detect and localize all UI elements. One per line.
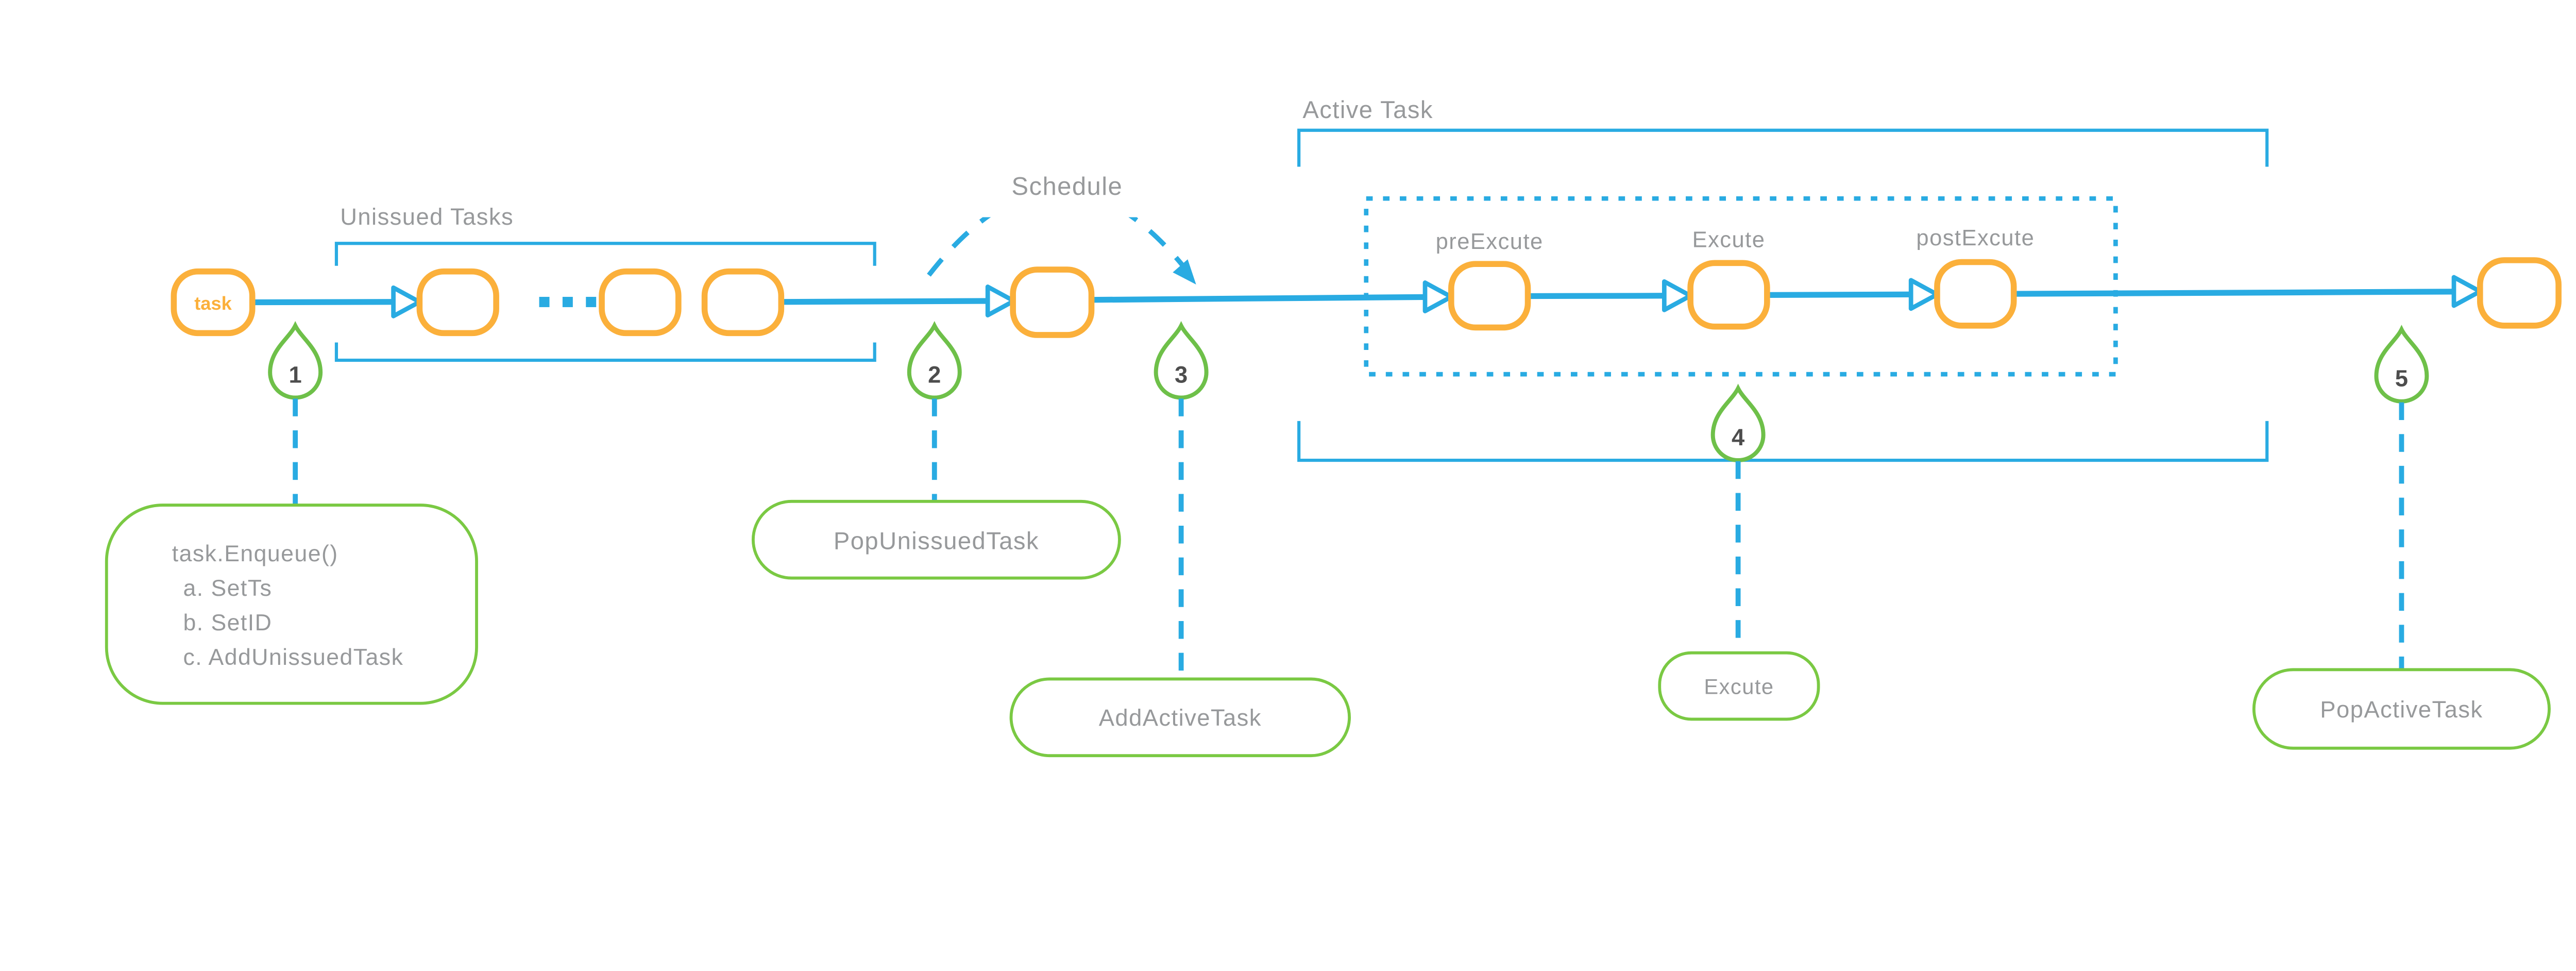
step-marker-number: 5 bbox=[2395, 365, 2408, 392]
note-label: AddActiveTask bbox=[1099, 705, 1262, 731]
step-marker-5: 5 bbox=[2374, 325, 2429, 404]
excute-node bbox=[1687, 260, 1770, 330]
queue-ellipsis-dots bbox=[539, 296, 597, 307]
note-label: PopUnissuedTask bbox=[834, 527, 1039, 554]
unissued-tasks-bracket-top bbox=[334, 242, 876, 266]
schedule-node bbox=[1010, 266, 1095, 338]
step-marker-number: 2 bbox=[928, 361, 941, 388]
note-line: c. AddUnissuedTask bbox=[183, 645, 403, 670]
flow-line-queue-to-schedule bbox=[781, 298, 988, 305]
arrowhead-icon bbox=[391, 285, 422, 319]
flow-line-postexcute-to-final bbox=[2014, 289, 2454, 297]
unissued-tasks-label: Unissued Tasks bbox=[340, 204, 514, 230]
active-task-label: Active Task bbox=[1302, 96, 1433, 123]
note-line: a. SetTs bbox=[183, 576, 272, 601]
arrowhead-icon bbox=[1908, 278, 1940, 311]
step-marker-4: 4 bbox=[1710, 383, 1766, 462]
note-line: task.Enqueue() bbox=[172, 541, 338, 566]
flow-line-task-to-queue bbox=[252, 299, 394, 306]
step-note-add-active-task: AddActiveTask bbox=[1009, 677, 1351, 758]
schedule-label: Schedule bbox=[1011, 173, 1123, 200]
active-task-bracket-bottom bbox=[1297, 421, 2269, 462]
final-node bbox=[2477, 257, 2562, 329]
schedule-arrowhead-icon bbox=[1173, 259, 1196, 285]
note-line: b. SetID bbox=[183, 610, 272, 635]
flow-line-schedule-to-preexcute bbox=[1091, 294, 1426, 303]
step-note-task-enqueue: task.Enqueue() a. SetTs b. SetID c. AddU… bbox=[105, 504, 478, 705]
arrowhead-icon bbox=[1662, 279, 1693, 312]
step-note-pop-active-task: PopActiveTask bbox=[2252, 668, 2551, 750]
step-note-excute: Excute bbox=[1658, 651, 1820, 721]
task-node-label: task bbox=[194, 293, 232, 314]
task-node bbox=[171, 268, 256, 337]
queue-node-2 bbox=[599, 268, 682, 337]
step-marker-number: 1 bbox=[289, 361, 302, 388]
active-task-bracket-top bbox=[1297, 128, 2269, 167]
step-marker-1: 1 bbox=[268, 321, 323, 400]
pre-excute-label: preExcute bbox=[1436, 229, 1544, 254]
pre-excute-node bbox=[1448, 261, 1531, 331]
flow-line-excute-to-postexcute bbox=[1768, 291, 1911, 298]
step-marker-number: 3 bbox=[1175, 361, 1188, 388]
excute-label: Excute bbox=[1692, 227, 1766, 252]
schedule-label-mask bbox=[973, 154, 1155, 217]
arrowhead-icon bbox=[2451, 275, 2483, 308]
post-excute-label: postExcute bbox=[1916, 226, 2035, 250]
step-marker-2: 2 bbox=[907, 321, 962, 400]
arrowhead-icon bbox=[985, 284, 1016, 317]
note-label: PopActiveTask bbox=[2320, 696, 2483, 723]
note-label: Excute bbox=[1704, 674, 1774, 698]
queue-node-1 bbox=[416, 268, 499, 337]
step-note-pop-unissued-task: PopUnissuedTask bbox=[752, 499, 1121, 580]
arrowhead-icon bbox=[1422, 280, 1454, 313]
active-task-dotted-box bbox=[1364, 196, 2118, 377]
step-marker-3: 3 bbox=[1154, 321, 1209, 400]
unissued-tasks-bracket-bottom bbox=[334, 342, 876, 362]
queue-node-3 bbox=[701, 268, 785, 337]
post-excute-node bbox=[1934, 259, 2017, 329]
step-marker-number: 4 bbox=[1732, 424, 1744, 450]
